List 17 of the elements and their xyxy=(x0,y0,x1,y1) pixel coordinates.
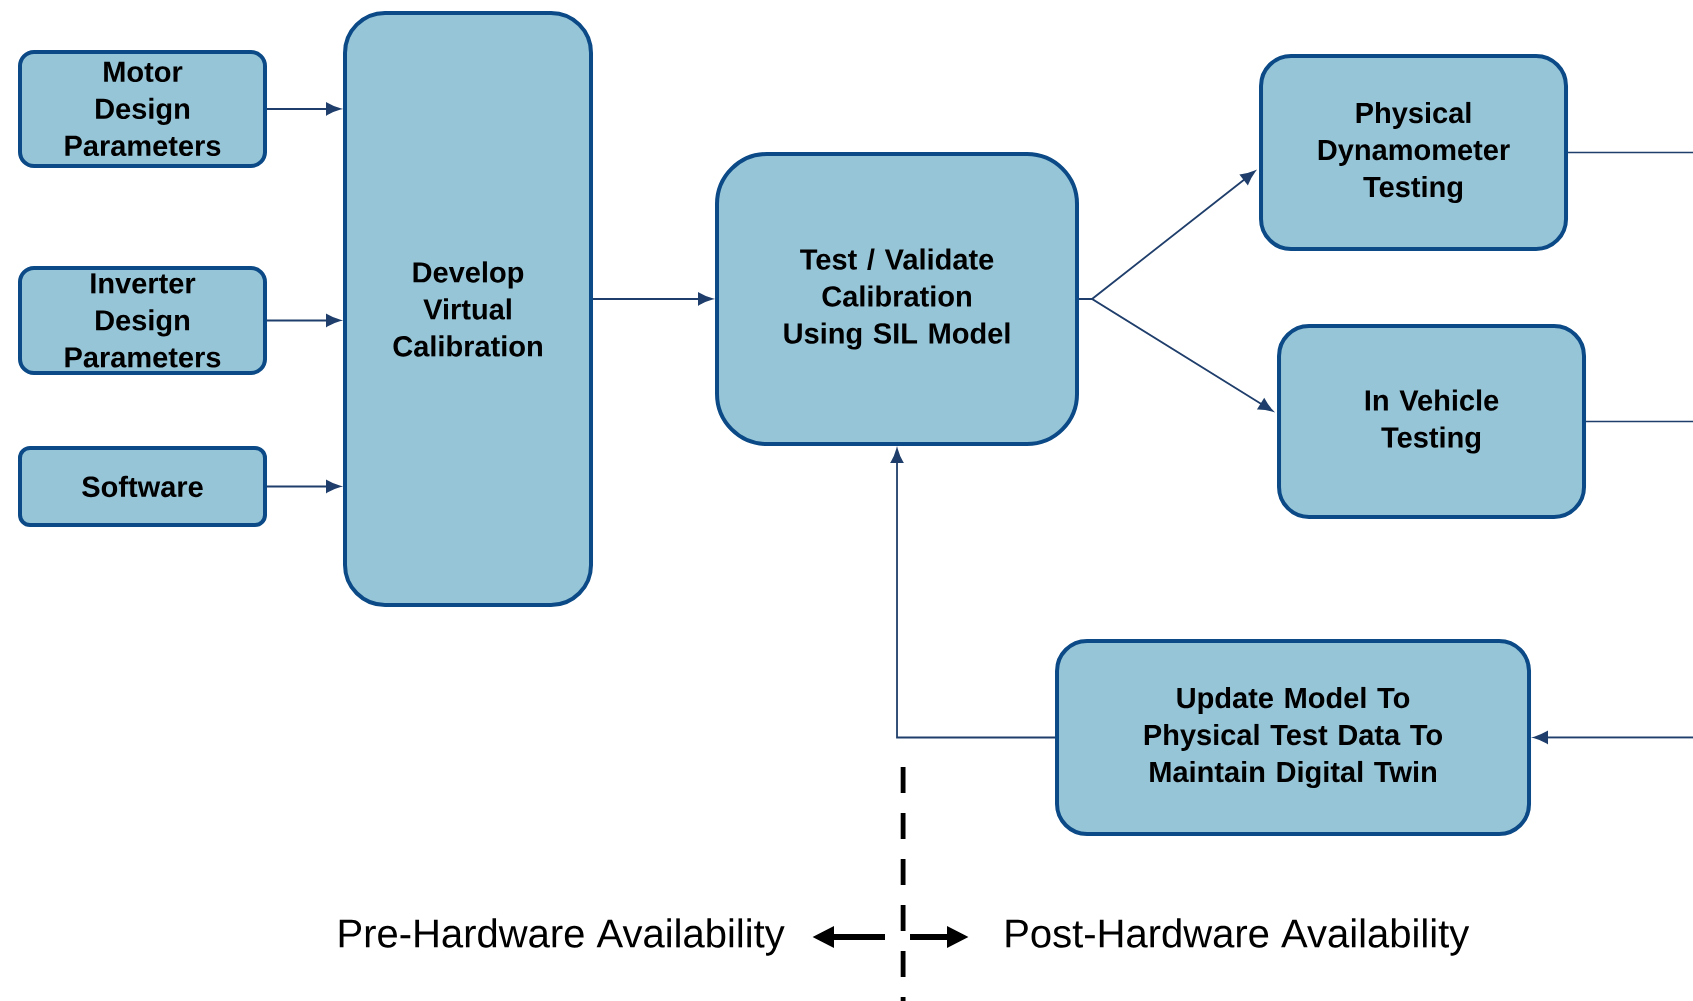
arrow xyxy=(266,480,341,493)
arrow xyxy=(266,314,341,327)
region-label: Pre-Hardware Availability xyxy=(339,918,785,956)
region-label: Post-Hardware Availability xyxy=(1006,918,1470,956)
process-box: Physical Dynamometer Testing xyxy=(1259,54,1568,251)
process-box: Inverter Design Parameters xyxy=(18,266,267,375)
arrow xyxy=(1533,731,1693,744)
arrow xyxy=(1078,298,1274,412)
process-box: In Vehicle Testing xyxy=(1277,324,1586,519)
process-box: Develop Virtual Calibration xyxy=(343,11,593,607)
process-box: Test / Validate Calibration Using SIL Model xyxy=(715,152,1079,446)
arrow xyxy=(266,102,341,116)
arrow xyxy=(592,292,713,306)
process-box: Software xyxy=(18,446,267,527)
process-box: Motor Design Parameters xyxy=(18,50,267,168)
process-box: Update Model To Physical Test Data To Maintain Digital Twin xyxy=(1055,639,1531,836)
arrow xyxy=(890,448,1056,739)
